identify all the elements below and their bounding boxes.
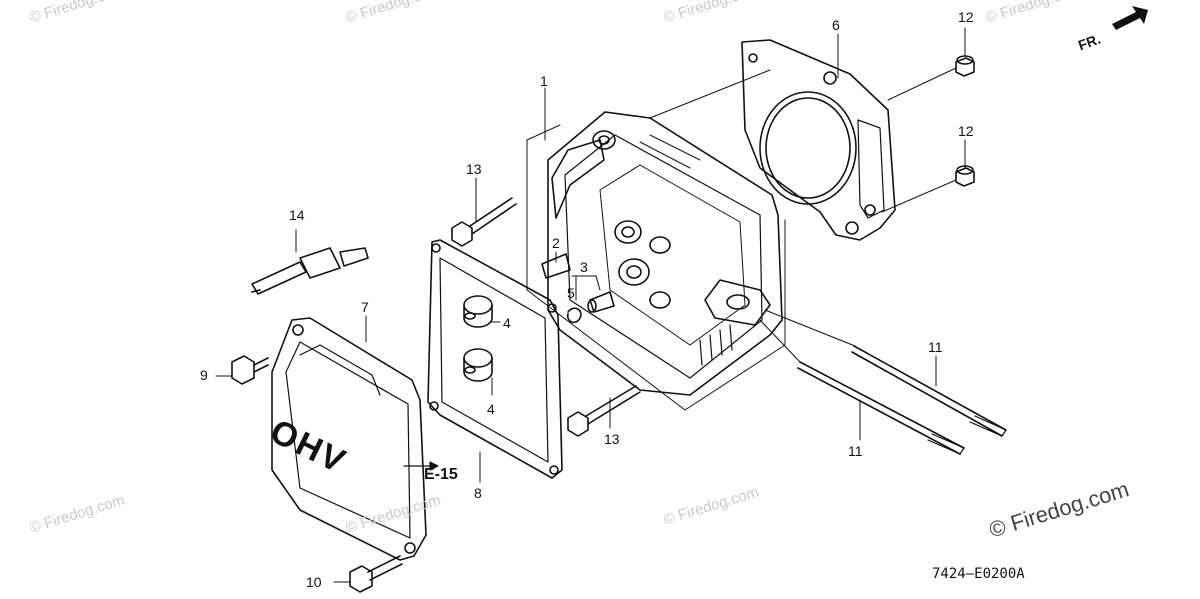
- callout-7: 7: [361, 299, 369, 315]
- head-gasket: [741, 39, 896, 241]
- valve-cover-gasket: [427, 239, 563, 479]
- grommet-lower: [463, 348, 493, 382]
- front-arrow-icon: [1112, 6, 1148, 30]
- section-reference: E-15: [424, 466, 458, 483]
- bolt-9: [231, 355, 269, 385]
- callout-1: 1: [540, 73, 548, 89]
- diagram-code: 7424—E0200A: [932, 566, 1025, 582]
- callout-4-upper: 4: [503, 315, 511, 331]
- dowel-pin-lower: [955, 165, 975, 187]
- head-bolt-upper: [451, 197, 517, 247]
- cylinder-head: [547, 111, 783, 396]
- head-group-outline: [526, 124, 786, 411]
- part-3: [587, 291, 615, 313]
- valve-cover: [271, 317, 427, 561]
- dowel-pin-upper: [955, 55, 975, 77]
- callout-3: 3: [580, 259, 588, 275]
- bolt-10: [349, 555, 403, 593]
- head-bolt-lower: [567, 385, 641, 437]
- stud-bolt-upper: [851, 345, 1007, 437]
- part-2: [541, 253, 571, 279]
- callout-8: 8: [474, 485, 482, 501]
- leader-lines: [215, 27, 966, 583]
- callout-4-lower: 4: [487, 401, 495, 417]
- callout-11-lower: 11: [848, 443, 863, 459]
- part-5-clip: [566, 307, 582, 324]
- callout-13-lower: 13: [604, 431, 620, 447]
- callout-2: 2: [552, 235, 560, 251]
- spark-plug: [251, 247, 369, 295]
- reference-arrow-icon: [403, 461, 439, 471]
- callout-6: 6: [832, 17, 840, 33]
- stud-bolt-lower: [797, 361, 965, 455]
- callout-12-lower: 12: [958, 123, 974, 139]
- callout-14: 14: [289, 207, 305, 223]
- callout-5: 5: [567, 285, 575, 301]
- grommet-upper: [463, 295, 493, 328]
- callout-12-upper: 12: [958, 9, 974, 25]
- callout-11-upper: 11: [928, 339, 943, 355]
- callout-9: 9: [200, 367, 208, 383]
- callout-10: 10: [306, 574, 322, 590]
- callout-13-upper: 13: [466, 161, 482, 177]
